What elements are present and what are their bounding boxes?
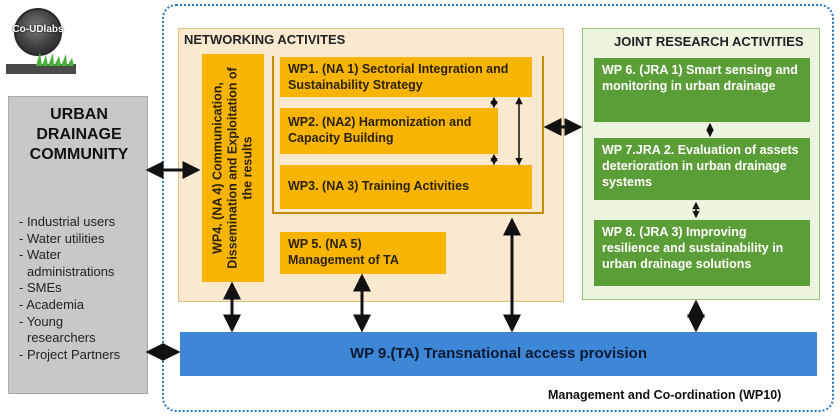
wp8-box: WP 8. (JRA 3) Improving resilience and s… — [594, 220, 810, 286]
community-title: URBAN DRAINAGE COMMUNITY — [29, 106, 129, 163]
community-members-list: - Industrial users - Water utilities - W… — [19, 214, 149, 363]
logo-text: Co-UDlabs — [12, 24, 64, 35]
wp4-box: WP4. (NA 4) Communication, Dissemination… — [202, 54, 264, 282]
list-item: - Water utilities — [19, 230, 105, 246]
list-item: administrations — [27, 263, 115, 279]
urban-drainage-community-panel: URBAN DRAINAGE COMMUNITY - Industrial us… — [8, 96, 148, 394]
wp1-box: WP1. (NA 1) Sectorial Integration and Su… — [280, 57, 532, 97]
list-item: - Industrial users — [19, 214, 116, 229]
wp3-box: WP3. (NA 3) Training Activities — [280, 165, 532, 209]
list-item: - Water — [19, 247, 62, 263]
wp9-bar: WP 9.(TA) Transnational access provision — [180, 332, 817, 376]
project-frame — [162, 4, 834, 412]
manhole-cover-icon — [14, 8, 62, 56]
wp2-box: WP2. (NA2) Harmonization and Capacity Bu… — [280, 108, 498, 154]
grass-icon — [6, 52, 76, 74]
management-label: Management and Co-ordination (WP10) — [548, 388, 782, 402]
list-item: - SMEs — [19, 280, 62, 296]
co-udlabs-logo: Co-UDlabs — [6, 4, 76, 82]
wp5-box: WP 5. (NA 5) Management of TA — [280, 232, 446, 274]
list-item: researchers — [27, 330, 96, 346]
list-item: - Young — [19, 313, 64, 329]
list-item: - Project Partners — [19, 346, 121, 362]
networking-title: NETWORKING ACTIVITES — [184, 32, 346, 47]
wp6-box: WP 6. (JRA 1) Smart sensing and monitori… — [594, 58, 810, 122]
jra-title: JOINT RESEARCH ACTIVITIES — [614, 34, 804, 49]
list-item: - Academia — [19, 296, 85, 312]
wp7-box: WP 7.JRA 2. Evaluation of assets deterio… — [594, 138, 810, 200]
networking-bracket — [272, 56, 544, 214]
